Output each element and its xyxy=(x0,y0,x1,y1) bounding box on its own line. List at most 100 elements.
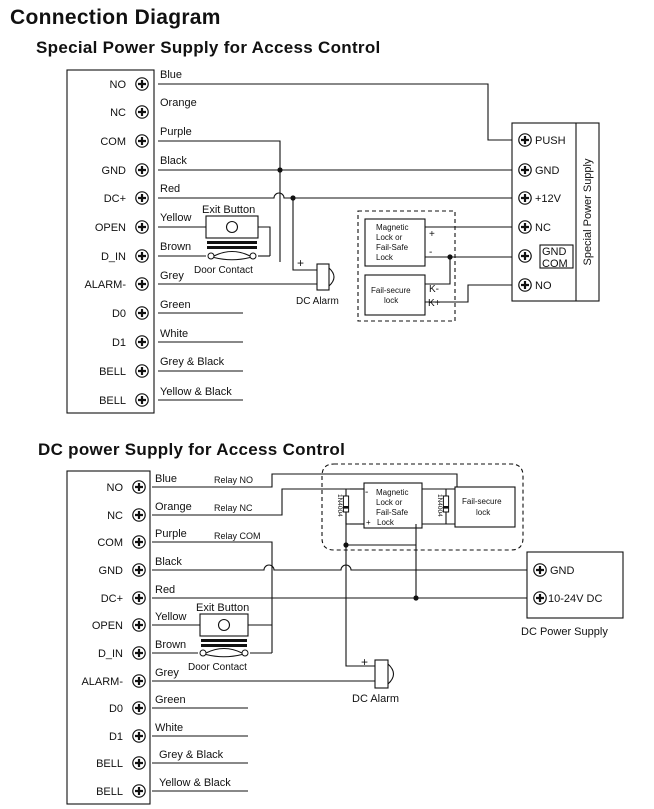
wire-color-label: Yellow & Black xyxy=(159,777,231,789)
wire-color-label: Black xyxy=(160,155,187,167)
door-contact xyxy=(213,250,251,261)
terminal-label: GND xyxy=(99,565,124,577)
terminal-screw-icon xyxy=(131,590,147,606)
terminal-label: D1 xyxy=(109,731,123,743)
wire-color-label: Orange xyxy=(155,501,192,513)
psu-terminal-label: GND xyxy=(535,165,560,177)
door-contact-label-2: Door Contact xyxy=(188,662,247,673)
fail-secure-lock-1 xyxy=(364,274,426,316)
psu-terminal-icon xyxy=(517,219,533,235)
psu-terminal-label: +12V xyxy=(535,193,562,205)
wire-black-to-gnd-2 xyxy=(152,564,531,571)
svg-text:lock: lock xyxy=(476,508,491,517)
fail-secure-lock-2 xyxy=(454,486,516,528)
svg-text:1N4004: 1N4004 xyxy=(436,494,443,517)
terminal-label: D0 xyxy=(112,308,126,320)
wire-color-label: Brown xyxy=(160,241,191,253)
psu-terminal-label: GND xyxy=(550,565,575,577)
terminal-label: D0 xyxy=(109,703,123,715)
svg-text:-: - xyxy=(429,247,432,258)
lock-group-2 xyxy=(321,463,524,551)
psu-terminal-icon xyxy=(532,562,548,578)
svg-text:K+: K+ xyxy=(428,298,441,309)
psu-terminal-icon xyxy=(517,162,533,178)
wire-blue-relay-no xyxy=(152,473,458,488)
terminal-screw-icon xyxy=(131,755,147,771)
dc-alarm-1 xyxy=(316,263,330,291)
exit-button-label-2: Exit Button xyxy=(196,602,249,614)
terminal-screw-icon xyxy=(131,783,147,799)
terminal-label: NO xyxy=(110,79,127,91)
terminal-label: NC xyxy=(107,510,123,522)
relay-no-label: Relay NO xyxy=(214,475,253,485)
wire-color-label: Grey xyxy=(160,270,184,282)
psu-terminal-icon xyxy=(532,590,548,606)
wire-color-label: Green xyxy=(155,694,186,706)
wire-color-label: Red xyxy=(160,183,180,195)
psu-terminal-label: NO xyxy=(535,280,552,292)
terminal-screw-icon xyxy=(134,219,150,235)
terminal-screw-icon xyxy=(131,673,147,689)
section1-heading: Special Power Supply for Access Control xyxy=(36,38,381,57)
door-contact-label-1: Door Contact xyxy=(194,265,253,276)
wire-color-label: Brown xyxy=(155,639,186,651)
svg-text:Lock: Lock xyxy=(377,518,395,527)
terminal-screw-icon xyxy=(134,133,150,149)
wire-color-label: Blue xyxy=(155,473,177,485)
terminal-screw-icon xyxy=(131,617,147,633)
terminal-screw-icon xyxy=(134,363,150,379)
terminal-block-1: NOBlueNCOrangeCOMPurpleGNDBlackDC+RedOPE… xyxy=(84,69,232,408)
terminal-label: COM xyxy=(97,537,123,549)
dc-power-supply xyxy=(526,551,624,619)
wire-color-label: Grey xyxy=(155,667,179,679)
svg-text:K-: K- xyxy=(429,284,439,295)
terminal-screw-icon xyxy=(134,334,150,350)
dc-alarm-label-1: DC Alarm xyxy=(296,296,339,307)
section1-diagram: NOBlueNCOrangeCOMPurpleGNDBlackDC+RedOPE… xyxy=(66,69,600,414)
wire-lock-common xyxy=(345,489,375,667)
svg-text:+: + xyxy=(297,256,304,270)
wire-color-label: Blue xyxy=(160,69,182,81)
relay-nc-label: Relay NC xyxy=(214,503,253,513)
terminal-label: BELL xyxy=(96,758,123,770)
svg-text:Fail-Safe: Fail-Safe xyxy=(376,243,409,252)
terminal-label: D_IN xyxy=(101,251,126,263)
controller-panel-1 xyxy=(66,69,155,414)
page-title: Connection Diagram xyxy=(10,6,221,29)
svg-text:+: + xyxy=(366,518,371,527)
svg-text:+: + xyxy=(429,229,435,240)
svg-text:Magnetic: Magnetic xyxy=(376,488,408,497)
wire-blue-to-push xyxy=(158,83,515,141)
psu-terminal-icon xyxy=(517,277,533,293)
wire-color-label: Yellow xyxy=(155,611,186,623)
wire-color-label: Red xyxy=(155,584,175,596)
wire-color-label: Yellow & Black xyxy=(160,386,232,398)
svg-text:Fail-secure: Fail-secure xyxy=(371,286,411,295)
psu-terminal-label: GND xyxy=(542,246,567,258)
door-contact-2 xyxy=(205,647,243,658)
terminal-label: DC+ xyxy=(104,193,126,205)
special-power-supply xyxy=(511,122,600,302)
terminal-screw-icon xyxy=(134,276,150,292)
terminal-label: OPEN xyxy=(95,222,126,234)
wire-red-to-alarm xyxy=(292,198,317,271)
controller-panel-2 xyxy=(66,470,151,805)
psu-terminal-label: 10-24V DC xyxy=(548,593,602,605)
lock-group-1 xyxy=(357,210,456,322)
svg-text:+: + xyxy=(361,655,368,669)
terminal-block-2: NOBlueNCOrangeCOMPurpleGNDBlackDC+RedOPE… xyxy=(81,473,231,799)
magnetic-lock-1 xyxy=(364,218,426,267)
terminal-screw-icon xyxy=(131,507,147,523)
psu-terminal-label: NC xyxy=(535,222,551,234)
terminal-screw-icon xyxy=(131,562,147,578)
terminal-screw-icon xyxy=(134,162,150,178)
wire-color-label: Orange xyxy=(160,97,197,109)
section2-diagram: NOBlueNCOrangeCOMPurpleGNDBlackDC+RedOPE… xyxy=(66,463,624,805)
svg-text:lock: lock xyxy=(384,296,399,305)
svg-text:Lock or: Lock or xyxy=(376,498,403,507)
svg-text:1N4004: 1N4004 xyxy=(336,494,343,517)
terminal-screw-icon xyxy=(131,700,147,716)
wire-color-label: White xyxy=(155,722,183,734)
wire-color-label: Black xyxy=(155,556,182,568)
section2-heading: DC power Supply for Access Control xyxy=(38,440,346,459)
